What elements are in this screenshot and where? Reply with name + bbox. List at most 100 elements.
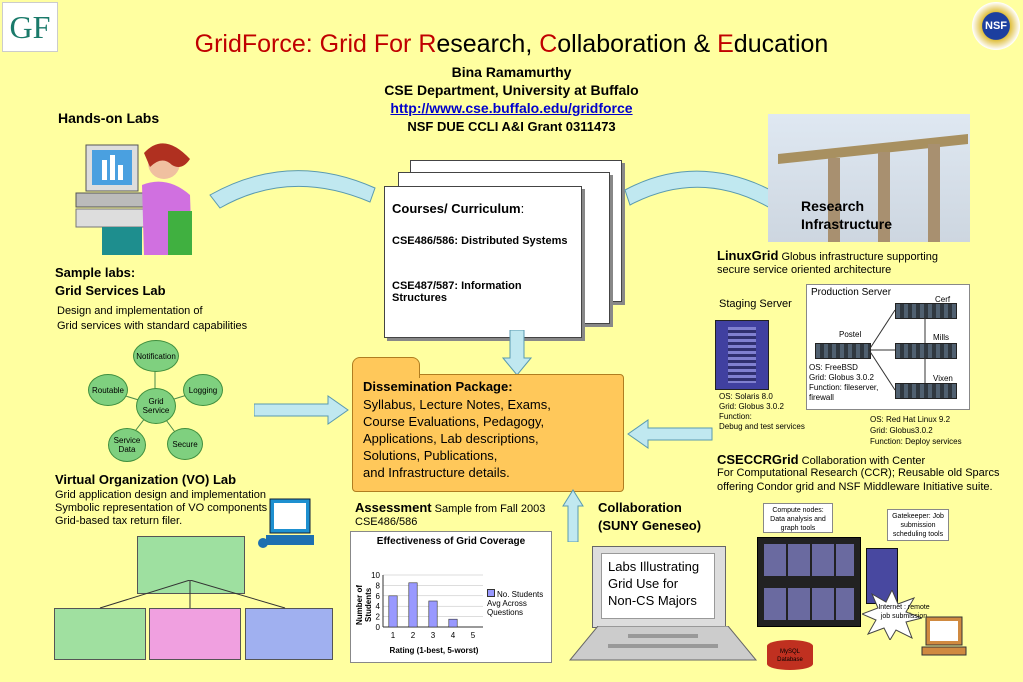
node-notification: Notification (133, 340, 179, 372)
internet-note: Internet : remote job submission (878, 604, 930, 620)
gatekeeper-note: Gatekeeper: Job submission scheduling to… (887, 509, 949, 541)
vo-main-box (137, 536, 245, 594)
legend-swatch (487, 589, 495, 597)
mills-label: Mills (933, 333, 949, 342)
cerf-label: Cerf (935, 295, 951, 304)
collaboration-title-1: Collaboration (598, 500, 682, 515)
grid-services-lab-label: Grid Services Lab (55, 283, 166, 298)
chart-xtick-label: 1 (391, 631, 396, 640)
chart-ytick-label: 8 (376, 581, 381, 590)
research-infrastructure-image: Research Infrastructure (768, 114, 970, 242)
collaboration-keyboard (568, 626, 758, 661)
cerf-server (895, 303, 957, 319)
vo-line-3: Grid-based tax return filer. (55, 515, 183, 527)
vixen-label: Vixen (933, 374, 953, 383)
course-2: CSE487/587: Information Structures (392, 280, 522, 304)
gf-logo: GF (2, 2, 58, 52)
right-curved-arrow (624, 170, 781, 209)
chart-bar (448, 618, 458, 628)
student-computer-illustration (75, 143, 192, 255)
node-grid-service: Grid Service (136, 388, 176, 424)
chart-ylabel: Number of Students (355, 585, 373, 625)
postel-os: OS: FreeBSD Grid: Globus 3.0.2 Function:… (809, 363, 879, 402)
legend-series-name: No. Students Avg Across Questions (487, 590, 544, 617)
collaboration-title-2: (SUNY Geneseo) (598, 518, 702, 533)
chart-ytick-label: 10 (371, 571, 380, 580)
chart-xtick-label: 4 (451, 631, 456, 640)
chart-bar (408, 582, 418, 628)
research-line-1: Research (801, 198, 865, 214)
internet-starburst (862, 590, 922, 640)
project-url[interactable]: http://www.cse.buffalo.edu/gridforce (390, 100, 633, 116)
vo-sub-box-2 (149, 608, 241, 660)
csec-line-2: For Computational Research (CCR); Reusab… (717, 467, 1000, 479)
csec-title: CSECCRGrid Collaboration with Center (717, 452, 926, 467)
vixen-server (895, 383, 957, 399)
design-line-1: Design and implementation of (57, 305, 203, 317)
down-arrow (502, 330, 532, 376)
assessment-title: Assessment Sample from Fall 2003 (355, 500, 546, 515)
production-links (868, 309, 926, 391)
department: CSE Department, University at Buffalo (384, 82, 639, 98)
chart-ytick-label: 2 (376, 613, 381, 622)
courses-doc: Courses/ Curriculum: CSE486/586: Distrib… (384, 186, 582, 338)
vo-lab-title: Virtual Organization (VO) Lab (55, 472, 237, 487)
design-line-2: Grid services with standard capabilities (57, 320, 248, 332)
hands-on-labs-label: Hands-on Labs (58, 110, 160, 126)
remote-computer-icon (921, 616, 967, 656)
left-to-package-arrow (254, 395, 349, 425)
staging-server-icon (715, 320, 769, 390)
node-logging: Logging (183, 374, 223, 406)
author: Bina Ramamurthy (451, 64, 572, 80)
linuxgrid-title: LinuxGrid Globus infrastructure supporti… (717, 248, 938, 263)
assessment-course: CSE486/586 (355, 516, 418, 528)
chart-xtick-label: 5 (471, 631, 476, 640)
left-curved-arrow (209, 170, 376, 209)
up-arrow (562, 489, 584, 542)
research-line-2: Infrastructure (801, 216, 893, 232)
right-to-package-arrow (627, 419, 713, 449)
grant: NSF DUE CCLI A&I Grant 0311473 (407, 119, 616, 134)
mills-server (895, 343, 957, 359)
dissemination-lines: Syllabus, Lecture Notes, Exams, Course E… (363, 397, 551, 480)
chart-bar (388, 595, 398, 628)
course-1: CSE486/586: Distributed Systems (392, 235, 568, 247)
vo-sub-box-3 (245, 608, 333, 660)
chart-ytick-label: 6 (376, 592, 381, 601)
dissemination-title: Dissemination Package: (363, 379, 513, 394)
vo-sub-box-1 (54, 608, 146, 660)
mysql-database: MySQL Database (767, 640, 813, 670)
vo-line-1: Grid application design and implementati… (55, 489, 266, 501)
chart-xtick-label: 2 (411, 631, 416, 640)
node-service-data: Service Data (108, 428, 146, 462)
chart-ytick-label: 4 (376, 602, 381, 611)
csec-line-3: offering Condor grid and NSF Middleware … (717, 481, 993, 493)
tax-filer-computer-icon (258, 498, 314, 548)
staging-server-label: Staging Server (719, 298, 792, 310)
production-os: OS: Red Hat Linux 9.2 Grid: Globus3.0.2 … (870, 415, 962, 446)
chart-ytick-label: 0 (376, 623, 381, 632)
vo-line-2: Symbolic representation of VO components (55, 502, 268, 514)
postel-server (815, 343, 871, 359)
production-server-label: Production Server (811, 287, 892, 298)
chart-bar (428, 600, 438, 628)
chart-title: Effectiveness of Grid Coverage (376, 536, 526, 547)
compute-rack (757, 537, 861, 627)
node-routable: Routable (88, 374, 128, 406)
compute-nodes-note: Compute nodes: Data analysis and graph t… (763, 503, 833, 533)
chart-xtick-label: 3 (431, 631, 436, 640)
postel-label: Postel (839, 330, 862, 339)
sample-labs-label: Sample labs: (55, 265, 136, 280)
page-title: GridForce: Grid For Research, Collaborat… (194, 30, 829, 58)
chart-xlabel: Rating (1-best, 5-worst) (389, 646, 479, 655)
chart-legend: No. Students Avg Across Questions (487, 589, 549, 617)
linuxgrid-desc-2: secure service oriented architecture (717, 264, 892, 276)
collaboration-screen: Labs Illustrating Grid Use for Non-CS Ma… (601, 553, 715, 619)
production-server-box: Production Server Cerf Postel Mills Vixe… (806, 284, 970, 410)
dissemination-package: Dissemination Package: Syllabus, Lecture… (352, 357, 624, 492)
nsf-logo: NSF (972, 2, 1020, 50)
vo-connectors (99, 580, 286, 609)
node-secure: Secure (167, 428, 203, 460)
